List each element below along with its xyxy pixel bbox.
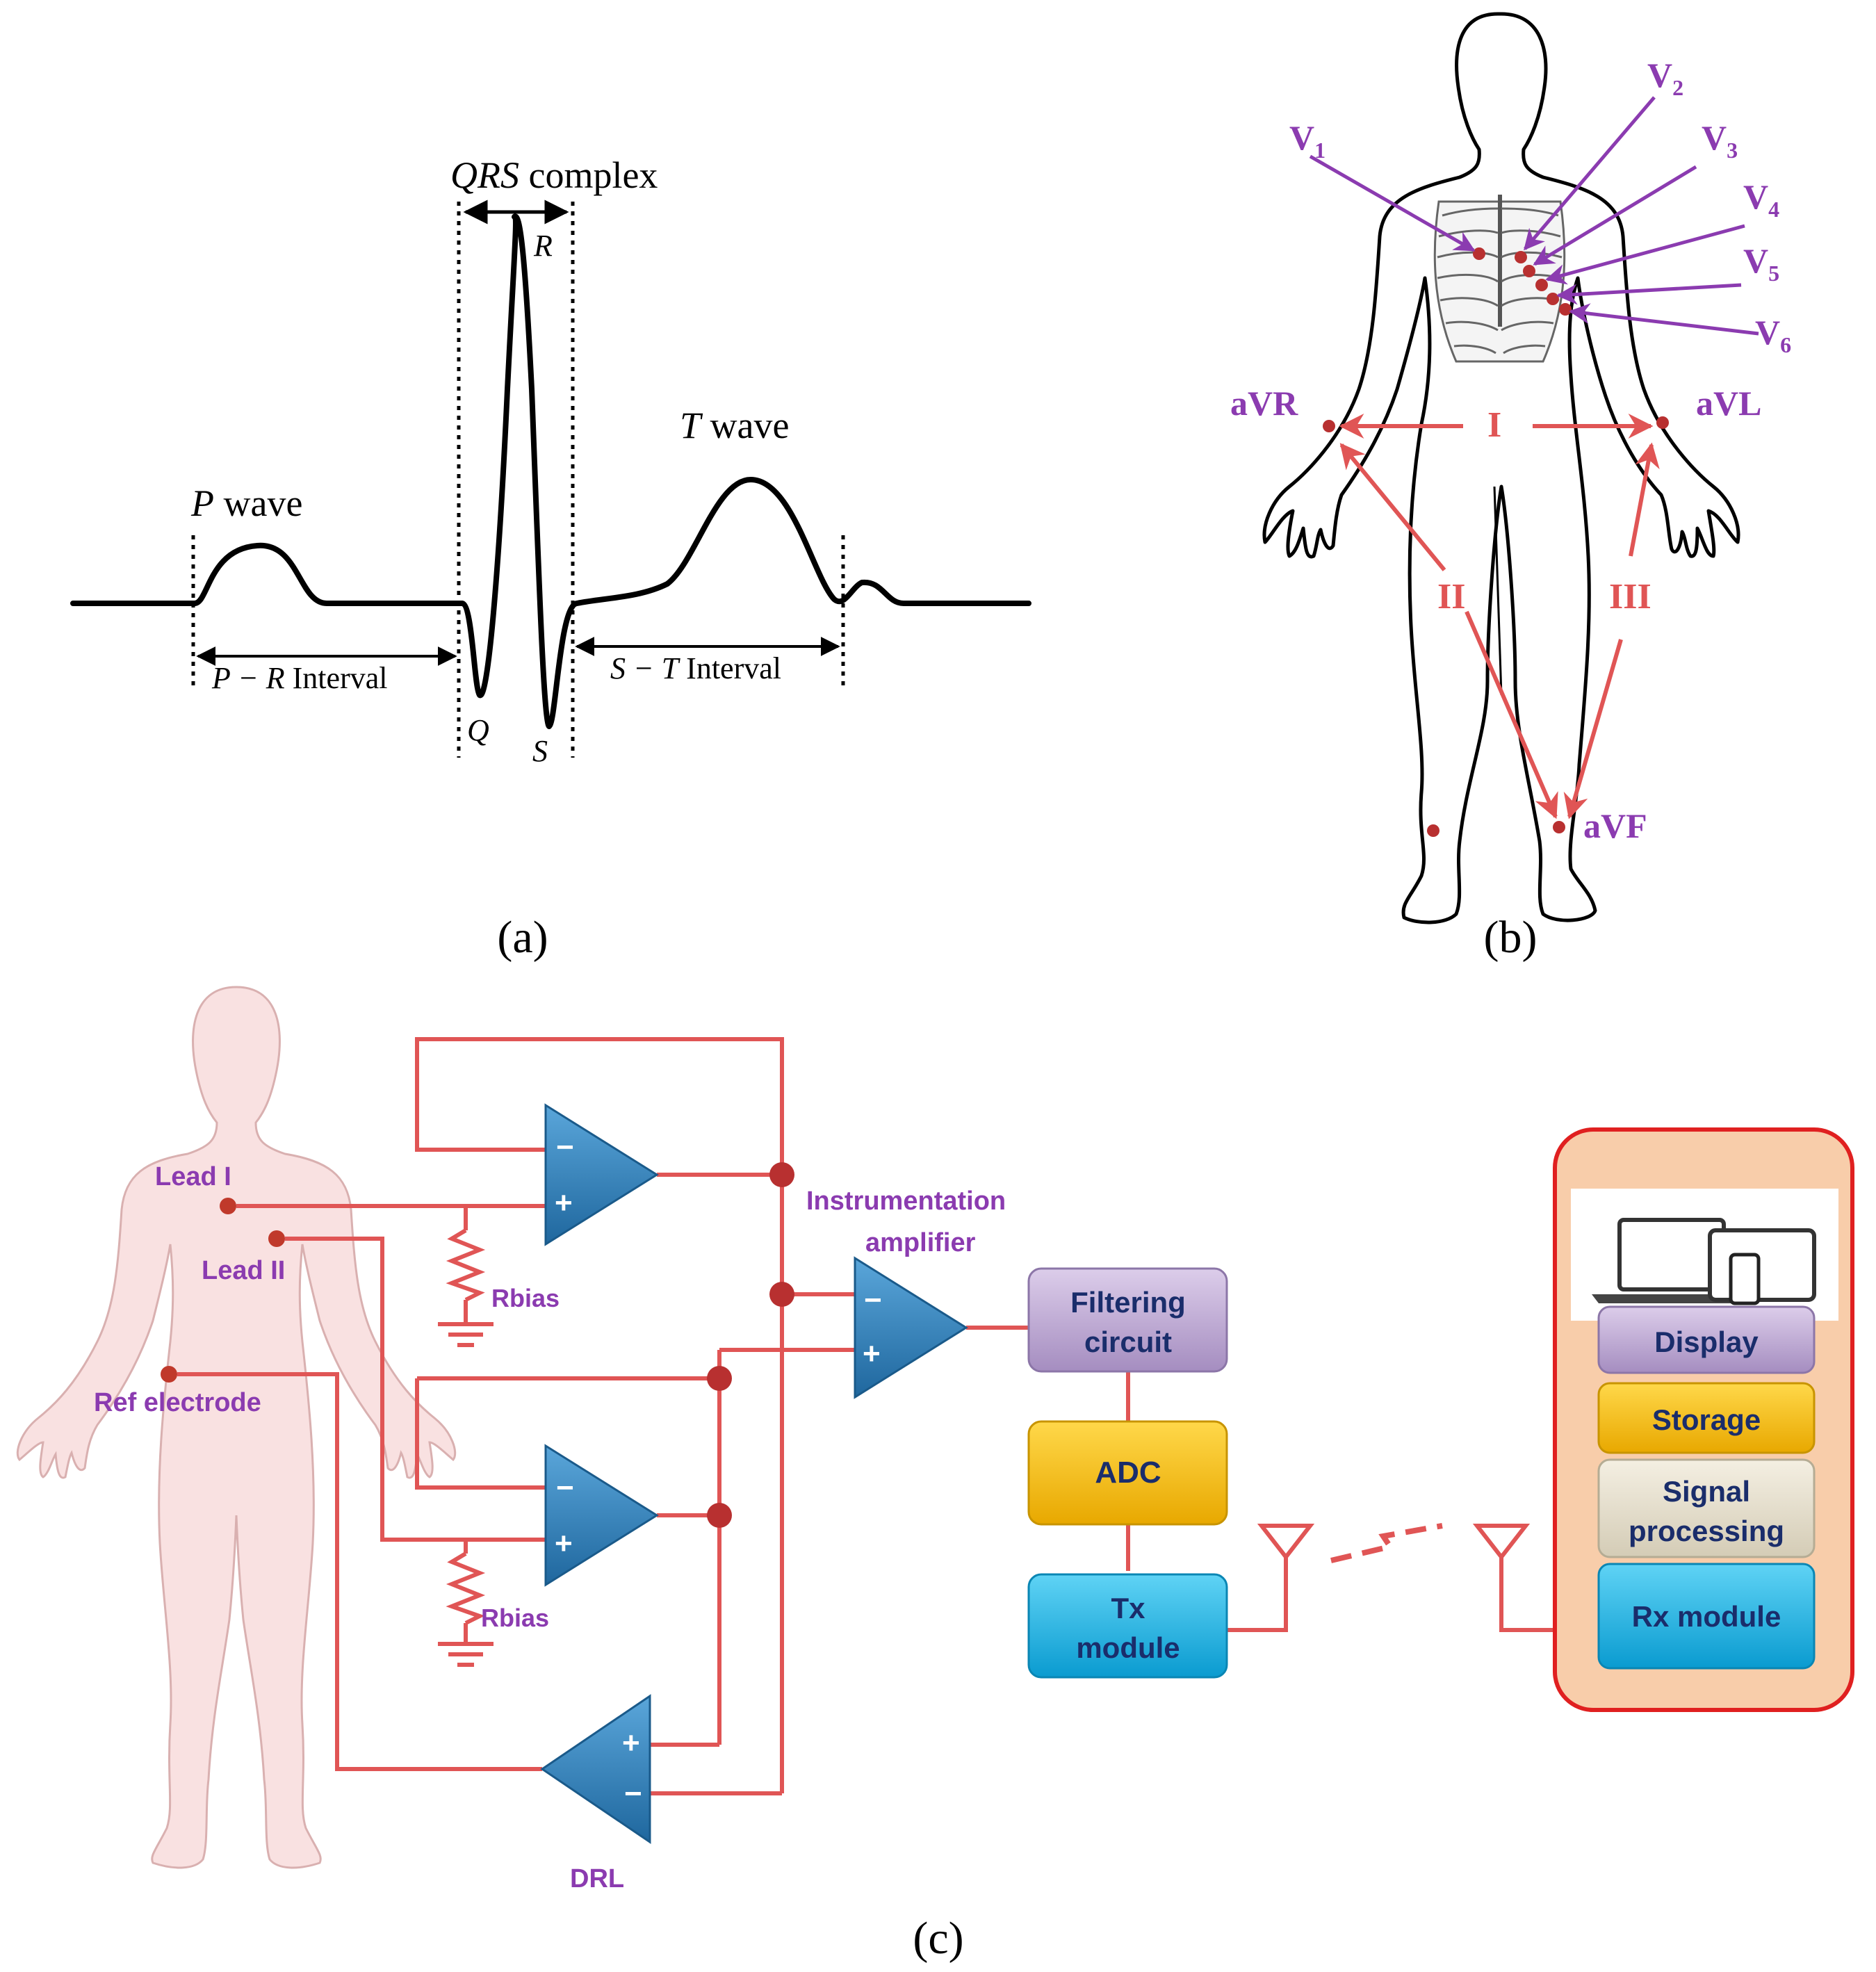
v5-label: V5 <box>1743 241 1779 286</box>
instr-amp-label-2: amplifier <box>865 1228 976 1257</box>
avl-label: aVL <box>1696 384 1761 423</box>
ref-electrode-label: Ref electrode <box>94 1388 261 1417</box>
s-label: S <box>532 734 548 768</box>
sigproc-label-1: Signal <box>1663 1475 1750 1508</box>
circuit-wires <box>177 1037 1599 1795</box>
filtering-label-2: circuit <box>1084 1326 1172 1358</box>
rbias-resistor-2 <box>446 1551 486 1625</box>
signal-processing-box: Signal processing <box>1597 1458 1816 1558</box>
panel-c: − + − + − + + − Lead I Lead II Ref elect… <box>16 986 1854 1964</box>
receiver-panel: Display Storage Signal processing Rx mod… <box>1553 1127 1854 1712</box>
drl-amplifier: + − <box>540 1694 651 1844</box>
antenna-rx-icon <box>1472 1524 1531 1561</box>
avf-label: aVF <box>1583 806 1647 845</box>
lead-iii-label-b: III <box>1609 577 1651 617</box>
opamp-top-minus: − <box>556 1130 574 1164</box>
p-wave-label: P wave <box>190 482 302 524</box>
v4-label: V4 <box>1743 177 1779 222</box>
circuit-labels: Lead I Lead II Ref electrode Rbias Rbias… <box>94 1162 1006 1893</box>
display-box: Display <box>1597 1305 1816 1374</box>
body-outline-c <box>16 986 457 1869</box>
filtering-label-1: Filtering <box>1070 1286 1186 1319</box>
electrode-lead-ii <box>268 1230 285 1247</box>
einthoven-triangle <box>1339 414 1660 820</box>
r-label: R <box>533 229 553 263</box>
v2-label: V2 <box>1647 56 1683 100</box>
electrode-v3 <box>1523 265 1535 277</box>
caption-a: (a) <box>497 912 548 963</box>
instr-amp-minus: − <box>864 1283 882 1317</box>
lead-i-label: Lead I <box>155 1162 231 1191</box>
opamp-top: − + <box>544 1103 659 1246</box>
ribcage <box>1433 195 1566 363</box>
lead-ii-label: Lead II <box>202 1256 285 1285</box>
limb-lead-labels: I II III <box>1437 405 1651 617</box>
filtering-box: Filtering circuit <box>1027 1267 1228 1373</box>
t-wave-label: T wave <box>680 405 789 446</box>
opamp-bottom: − + <box>544 1444 659 1587</box>
opamp-bottom-minus: − <box>556 1471 574 1505</box>
qrs-complex-label: QRS complex <box>450 154 658 196</box>
lead-i-label-b: I <box>1487 405 1501 445</box>
drl-minus: − <box>624 1777 642 1811</box>
electrode-ref <box>161 1366 177 1383</box>
instr-amp-plus: + <box>863 1337 881 1371</box>
opamp-top-plus: + <box>555 1186 573 1220</box>
precordial-arrows <box>1309 96 1759 336</box>
electrode-v6 <box>1559 303 1572 316</box>
caption-b: (b) <box>1484 912 1537 963</box>
v1-label: V1 <box>1289 118 1326 163</box>
electrode-lead-i <box>220 1198 236 1214</box>
storage-label: Storage <box>1652 1403 1761 1436</box>
junction-nodes <box>707 1162 794 1528</box>
rbias-label-2: Rbias <box>481 1604 549 1632</box>
q-label: Q <box>467 713 489 747</box>
body-outline-b <box>1262 12 1740 924</box>
electrode-v4 <box>1535 279 1548 291</box>
ecg-trace <box>70 213 1031 729</box>
v6-label: V6 <box>1755 313 1791 357</box>
drl-label: DRL <box>570 1864 624 1893</box>
electrodes-b <box>1323 247 1669 837</box>
lead-ii-label-b: II <box>1437 577 1465 617</box>
panel-a: QRS complex R Q S T wave P wave P − R In… <box>70 154 1031 963</box>
instrumentation-amplifier: − + <box>854 1256 968 1399</box>
electrode-right-leg <box>1427 824 1439 837</box>
rx-module-box: Rx module <box>1597 1563 1816 1670</box>
caption-c: (c) <box>913 1913 963 1964</box>
electrode-avl <box>1656 416 1669 429</box>
precordial-labels: V1 V2 V3 V4 V5 V6 aVR aVL aVF <box>1230 56 1791 845</box>
wireless-link <box>1257 1523 1531 1563</box>
rbias-label-1: Rbias <box>491 1284 560 1312</box>
tx-module-box: Tx module <box>1027 1573 1228 1679</box>
drl-plus: + <box>622 1726 640 1760</box>
avr-label: aVR <box>1230 384 1298 423</box>
opamp-bottom-plus: + <box>555 1526 573 1561</box>
rx-label: Rx module <box>1632 1600 1781 1633</box>
pr-interval-label: P − R Interval <box>211 661 387 695</box>
adc-box: ADC <box>1027 1420 1228 1526</box>
instr-amp-label-1: Instrumentation <box>806 1187 1006 1216</box>
v3-label: V3 <box>1702 118 1738 163</box>
wireless-signal-icon <box>1330 1523 1443 1563</box>
panel-b: V1 V2 V3 V4 V5 V6 aVR aVL aVF I II III (… <box>1230 12 1791 963</box>
electrode-avf <box>1553 821 1565 833</box>
electrode-v2 <box>1515 251 1527 263</box>
leg-gap <box>1493 486 1503 696</box>
st-interval-label: S − T Interval <box>610 651 781 685</box>
sigproc-label-2: processing <box>1629 1515 1784 1547</box>
electrode-v1 <box>1473 247 1485 260</box>
display-label: Display <box>1654 1326 1759 1358</box>
devices-icon <box>1592 1218 1816 1305</box>
rbias-resistor-1 <box>446 1228 486 1302</box>
tx-label-2: module <box>1076 1631 1180 1664</box>
antenna-tx-icon <box>1257 1524 1315 1561</box>
electrode-v5 <box>1547 293 1559 305</box>
tx-label-1: Tx <box>1111 1592 1145 1624</box>
storage-box: Storage <box>1597 1382 1816 1454</box>
panel-a-guides <box>191 202 845 758</box>
adc-label: ADC <box>1095 1456 1161 1490</box>
electrode-avr <box>1323 420 1335 432</box>
